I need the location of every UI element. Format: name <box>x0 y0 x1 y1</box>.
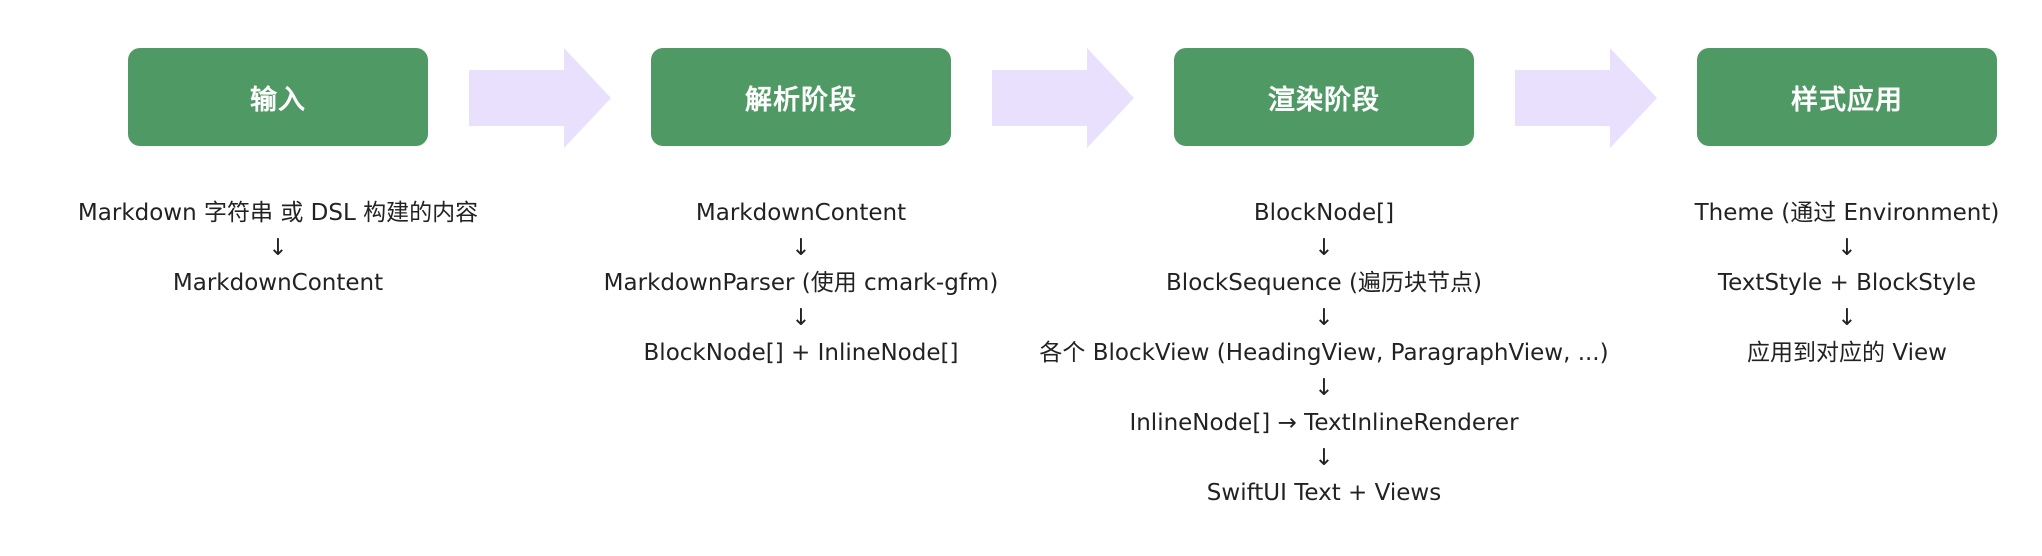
step-text: MarkdownParser (使用 cmark-gfm) <box>603 270 999 296</box>
stage-parse: 解析阶段 <box>651 0 951 146</box>
stage-style-steps: Theme (通过 Environment) ↓ TextStyle + Blo… <box>1587 196 2042 371</box>
stage-title-box: 渲染阶段 <box>1174 48 1474 146</box>
stage-render: 渲染阶段 <box>1174 0 1474 146</box>
step-text: SwiftUI Text + Views <box>1206 480 1442 506</box>
stage-title: 输入 <box>250 84 306 116</box>
down-arrow-icon: ↓ <box>268 235 288 261</box>
down-arrow-icon: ↓ <box>791 235 811 261</box>
down-arrow-icon: ↓ <box>1314 305 1334 331</box>
flow-arrow-icon <box>992 48 1134 148</box>
step-text: MarkdownContent <box>172 270 384 296</box>
step-text: TextStyle + BlockStyle <box>1717 270 1977 296</box>
flow-arrow-shape <box>469 48 611 148</box>
stage-title: 渲染阶段 <box>1268 84 1380 116</box>
down-arrow-icon: ↓ <box>1837 235 1857 261</box>
stage-input-steps: Markdown 字符串 或 DSL 构建的内容 ↓ MarkdownConte… <box>0 196 588 301</box>
stage-title-box: 样式应用 <box>1697 48 1997 146</box>
stage-title: 解析阶段 <box>745 84 857 116</box>
stage-title: 样式应用 <box>1791 84 1903 116</box>
stage-title-box: 输入 <box>128 48 428 146</box>
down-arrow-icon: ↓ <box>1314 375 1334 401</box>
step-text: 各个 BlockView (HeadingView, ParagraphView… <box>1039 340 1609 366</box>
down-arrow-icon: ↓ <box>1314 445 1334 471</box>
step-text: Theme (通过 Environment) <box>1694 200 2000 226</box>
step-text: BlockSequence (遍历块节点) <box>1166 270 1482 296</box>
down-arrow-icon: ↓ <box>1837 305 1857 331</box>
stage-parse-steps: MarkdownContent ↓ MarkdownParser (使用 cma… <box>491 196 1111 371</box>
down-arrow-icon: ↓ <box>791 305 811 331</box>
step-text: InlineNode[] → TextInlineRenderer <box>1129 410 1519 436</box>
flow-arrow-shape <box>1515 48 1657 148</box>
stage-title-box: 解析阶段 <box>651 48 951 146</box>
flow-arrow-icon <box>1515 48 1657 148</box>
stage-input: 输入 <box>128 0 428 146</box>
step-text: 应用到对应的 View <box>1747 340 1947 366</box>
step-text: BlockNode[] <box>1253 200 1395 226</box>
stage-render-steps: BlockNode[] ↓ BlockSequence (遍历块节点) ↓ 各个… <box>1014 196 1634 511</box>
stage-style: 样式应用 <box>1697 0 1997 146</box>
flow-arrow-icon <box>469 48 611 148</box>
step-text: Markdown 字符串 或 DSL 构建的内容 <box>77 200 479 226</box>
down-arrow-icon: ↓ <box>1314 235 1334 261</box>
flow-arrow-shape <box>992 48 1134 148</box>
step-text: BlockNode[] + InlineNode[] <box>643 340 959 366</box>
step-text: MarkdownContent <box>695 200 907 226</box>
